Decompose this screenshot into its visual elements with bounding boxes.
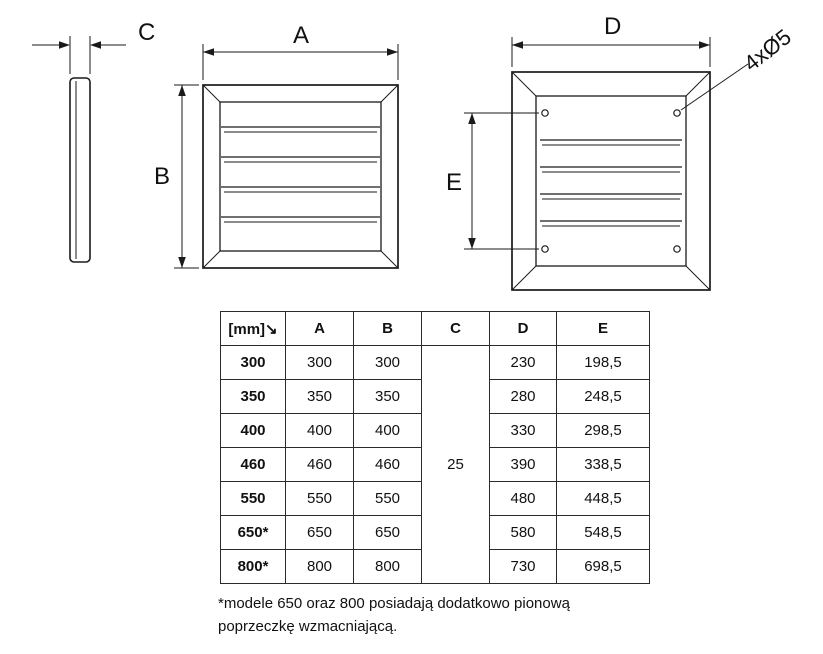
mounting-hole — [541, 245, 549, 253]
cell-size: 460 — [220, 447, 286, 482]
rear-outer-frame — [511, 71, 711, 291]
side-profile — [69, 77, 91, 263]
cell-b: 400 — [353, 413, 422, 448]
dim-e — [464, 112, 539, 250]
cell-e: 248,5 — [556, 379, 650, 414]
mounting-hole — [541, 109, 549, 117]
dim-d — [511, 37, 711, 67]
table-row: 460 460 460 390 338,5 — [220, 447, 650, 482]
cell-a: 300 — [285, 345, 354, 380]
cell-e: 338,5 — [556, 447, 650, 482]
footnote: *modele 650 oraz 800 posiadają dodatkowo… — [218, 593, 678, 638]
dimensions-table: [mm]↘ A B C D E 300 300 300 25 230 198,5… — [220, 311, 650, 584]
cell-size: 300 — [220, 345, 286, 380]
table-row: 300 300 300 25 230 198,5 — [220, 345, 650, 584]
cell-d: 580 — [489, 515, 557, 550]
dim-a — [202, 44, 399, 80]
cell-e: 448,5 — [556, 481, 650, 516]
cell-size: 800* — [220, 549, 286, 584]
holes-callout: 4xØ5 — [680, 24, 796, 111]
cell-d: 390 — [489, 447, 557, 482]
header-a: A — [285, 311, 354, 346]
cell-a: 460 — [285, 447, 354, 482]
cell-size: 350 — [220, 379, 286, 414]
table-row: 550 550 550 480 448,5 — [220, 481, 650, 516]
header-e: E — [556, 311, 650, 346]
cell-a: 800 — [285, 549, 354, 584]
cell-a: 400 — [285, 413, 354, 448]
table-row: 400 400 400 330 298,5 — [220, 413, 650, 448]
cell-e: 548,5 — [556, 515, 650, 550]
cell-size: 550 — [220, 481, 286, 516]
cell-b: 460 — [353, 447, 422, 482]
front-inner-frame — [219, 101, 382, 252]
cell-e: 298,5 — [556, 413, 650, 448]
footnote-line-1: *modele 650 oraz 800 posiadają dodatkowo… — [218, 595, 570, 612]
header-b: B — [353, 311, 422, 346]
side-view — [69, 77, 91, 263]
cell-b: 350 — [353, 379, 422, 414]
dim-d-label: D — [604, 13, 621, 40]
dim-b — [174, 84, 199, 269]
mounting-hole — [673, 245, 681, 253]
cell-d: 330 — [489, 413, 557, 448]
cell-d: 280 — [489, 379, 557, 414]
table-row: 650* 650 650 580 548,5 — [220, 515, 650, 550]
dim-c-label: C — [138, 19, 155, 46]
cell-c-merged: 25 — [421, 345, 490, 584]
front-louvers — [221, 126, 380, 223]
rear-inner-frame — [535, 95, 687, 267]
header-d: D — [489, 311, 557, 346]
cell-a: 650 — [285, 515, 354, 550]
dim-b-label: B — [154, 163, 170, 190]
cell-size: 400 — [220, 413, 286, 448]
cell-e: 198,5 — [556, 345, 650, 380]
table-row: 800* 800 800 730 698,5 — [220, 549, 650, 584]
technical-drawing: C A — [32, 13, 796, 291]
cell-a: 350 — [285, 379, 354, 414]
cell-e: 698,5 — [556, 549, 650, 584]
cell-b: 800 — [353, 549, 422, 584]
rear-louvers — [540, 139, 682, 227]
cell-b: 300 — [353, 345, 422, 380]
cell-d: 230 — [489, 345, 557, 380]
header-mm: [mm]↘ — [220, 311, 286, 346]
rear-view — [511, 71, 711, 291]
front-outer-frame — [202, 84, 399, 269]
mounting-hole — [673, 109, 681, 117]
front-view — [202, 84, 399, 269]
dim-c — [32, 36, 126, 74]
holes-callout-label: 4xØ5 — [739, 24, 796, 76]
cell-d: 480 — [489, 481, 557, 516]
dim-a-label: A — [293, 22, 309, 49]
cell-d: 730 — [489, 549, 557, 584]
cell-b: 650 — [353, 515, 422, 550]
footnote-line-2: poprzeczkę wzmacniającą. — [218, 617, 398, 635]
header-c: C — [421, 311, 490, 346]
cell-b: 550 — [353, 481, 422, 516]
dim-e-label: E — [446, 169, 462, 196]
cell-a: 550 — [285, 481, 354, 516]
table-header-row: [mm]↘ A B C D E — [220, 311, 650, 346]
cell-size: 650* — [220, 515, 286, 550]
